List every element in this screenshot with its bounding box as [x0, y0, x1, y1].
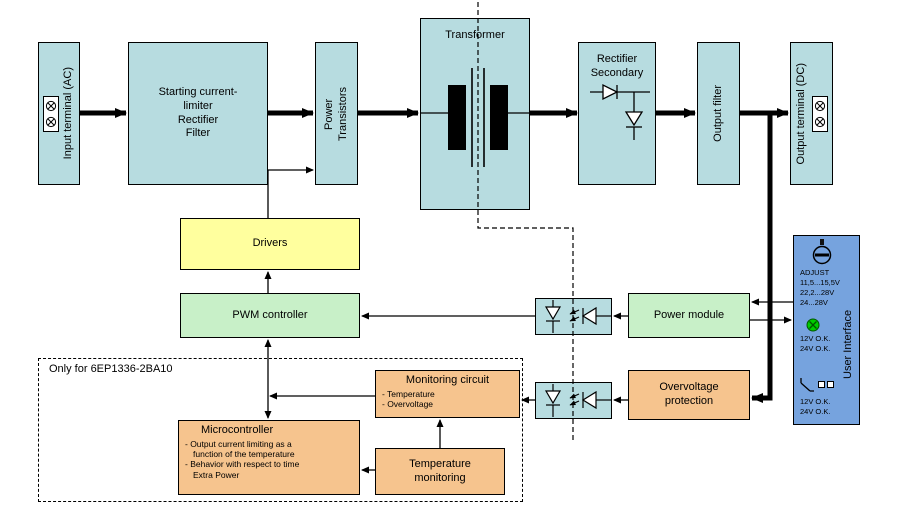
power-module-block: Power module — [628, 293, 750, 338]
adjust-range-3: 24...28V — [800, 298, 828, 307]
optocoupler-lower-block — [535, 382, 612, 419]
led-status-24v: 24V O.K. — [800, 344, 831, 353]
monitoring-circuit-title: Monitoring circuit — [405, 374, 490, 386]
adjust-label: ADJUST — [800, 268, 830, 277]
pwm-controller-block: PWM controller — [180, 293, 360, 338]
microcontroller-line-2: function of the temperature — [193, 449, 295, 460]
output-filter-label: Output filter — [711, 85, 724, 142]
relay-status-12v: 12V O.K. — [800, 397, 831, 406]
potentiometer-icon — [812, 239, 832, 265]
adjust-range-1: 11,5...15,5V — [800, 278, 840, 287]
temperature-monitoring-label: Temperature monitoring — [409, 457, 471, 484]
microcontroller-title: Microcontroller — [201, 424, 274, 436]
transformer-label: Transformer — [445, 29, 505, 41]
microcontroller-line-1: - Output current limiting as a — [185, 438, 292, 449]
adjust-range-2: 22,2...28V — [800, 288, 835, 297]
user-interface-panel: ADJUST 11,5...15,5V 22,2...28V 24...28V … — [793, 235, 860, 425]
user-interface-label: User Interface — [842, 309, 855, 379]
output-terminal-block: Output terminal (DC) — [790, 42, 833, 185]
option-group-label: Only for 6EP1336-2BA10 — [49, 363, 173, 375]
temperature-monitoring-block: Temperature monitoring — [375, 448, 505, 495]
microcontroller-line-3: - Behavior with respect to time — [185, 459, 300, 470]
led-status-12v: 12V O.K. — [800, 334, 831, 343]
rectifier-secondary-label: Rectifier Secondary — [590, 53, 644, 79]
monitoring-circuit-item-overvoltage: - Overvoltage — [382, 399, 434, 410]
pwm-controller-label: PWM controller — [232, 308, 308, 321]
output-terminal-block-icon — [811, 95, 828, 132]
microcontroller-line-4: Extra Power — [193, 469, 240, 480]
overvoltage-protection-block: Overvoltage protection — [628, 370, 750, 420]
overvoltage-protection-label: Overvoltage protection — [659, 381, 719, 407]
relay-terminal-square-2 — [827, 381, 834, 388]
starting-current-limiter-block: Starting current- limiter Rectifier Filt… — [128, 42, 268, 185]
drivers-label: Drivers — [252, 237, 288, 250]
power-module-label: Power module — [653, 308, 725, 321]
power-transistors-block: Power Transistors — [315, 42, 358, 185]
drivers-block: Drivers — [180, 218, 360, 270]
output-filter-block: Output filter — [697, 42, 740, 185]
led-indicator-icon — [806, 318, 820, 332]
input-terminal-label: Input terminal (AC) — [61, 67, 74, 160]
relay-contact-icon — [800, 378, 814, 392]
starting-current-limiter-label: Starting current- limiter Rectifier Filt… — [158, 86, 238, 140]
monitoring-circuit-item-temperature: - Temperature — [382, 388, 435, 399]
microcontroller-block: Microcontroller - Output current limitin… — [178, 420, 360, 495]
input-terminal-block-icon — [42, 95, 59, 132]
output-terminal-label: Output terminal (DC) — [795, 62, 808, 165]
input-terminal-block: Input terminal (AC) — [38, 42, 80, 185]
power-transistors-label: Power Transistors — [322, 86, 349, 141]
relay-status-24v: 24V O.K. — [800, 407, 831, 416]
transformer-block: Transformer — [420, 18, 530, 210]
relay-terminal-square-1 — [818, 381, 825, 388]
monitoring-circuit-block: Monitoring circuit - Temperature - Overv… — [375, 370, 520, 418]
optocoupler-upper-block — [535, 298, 612, 335]
rectifier-secondary-block: Rectifier Secondary — [578, 42, 656, 185]
